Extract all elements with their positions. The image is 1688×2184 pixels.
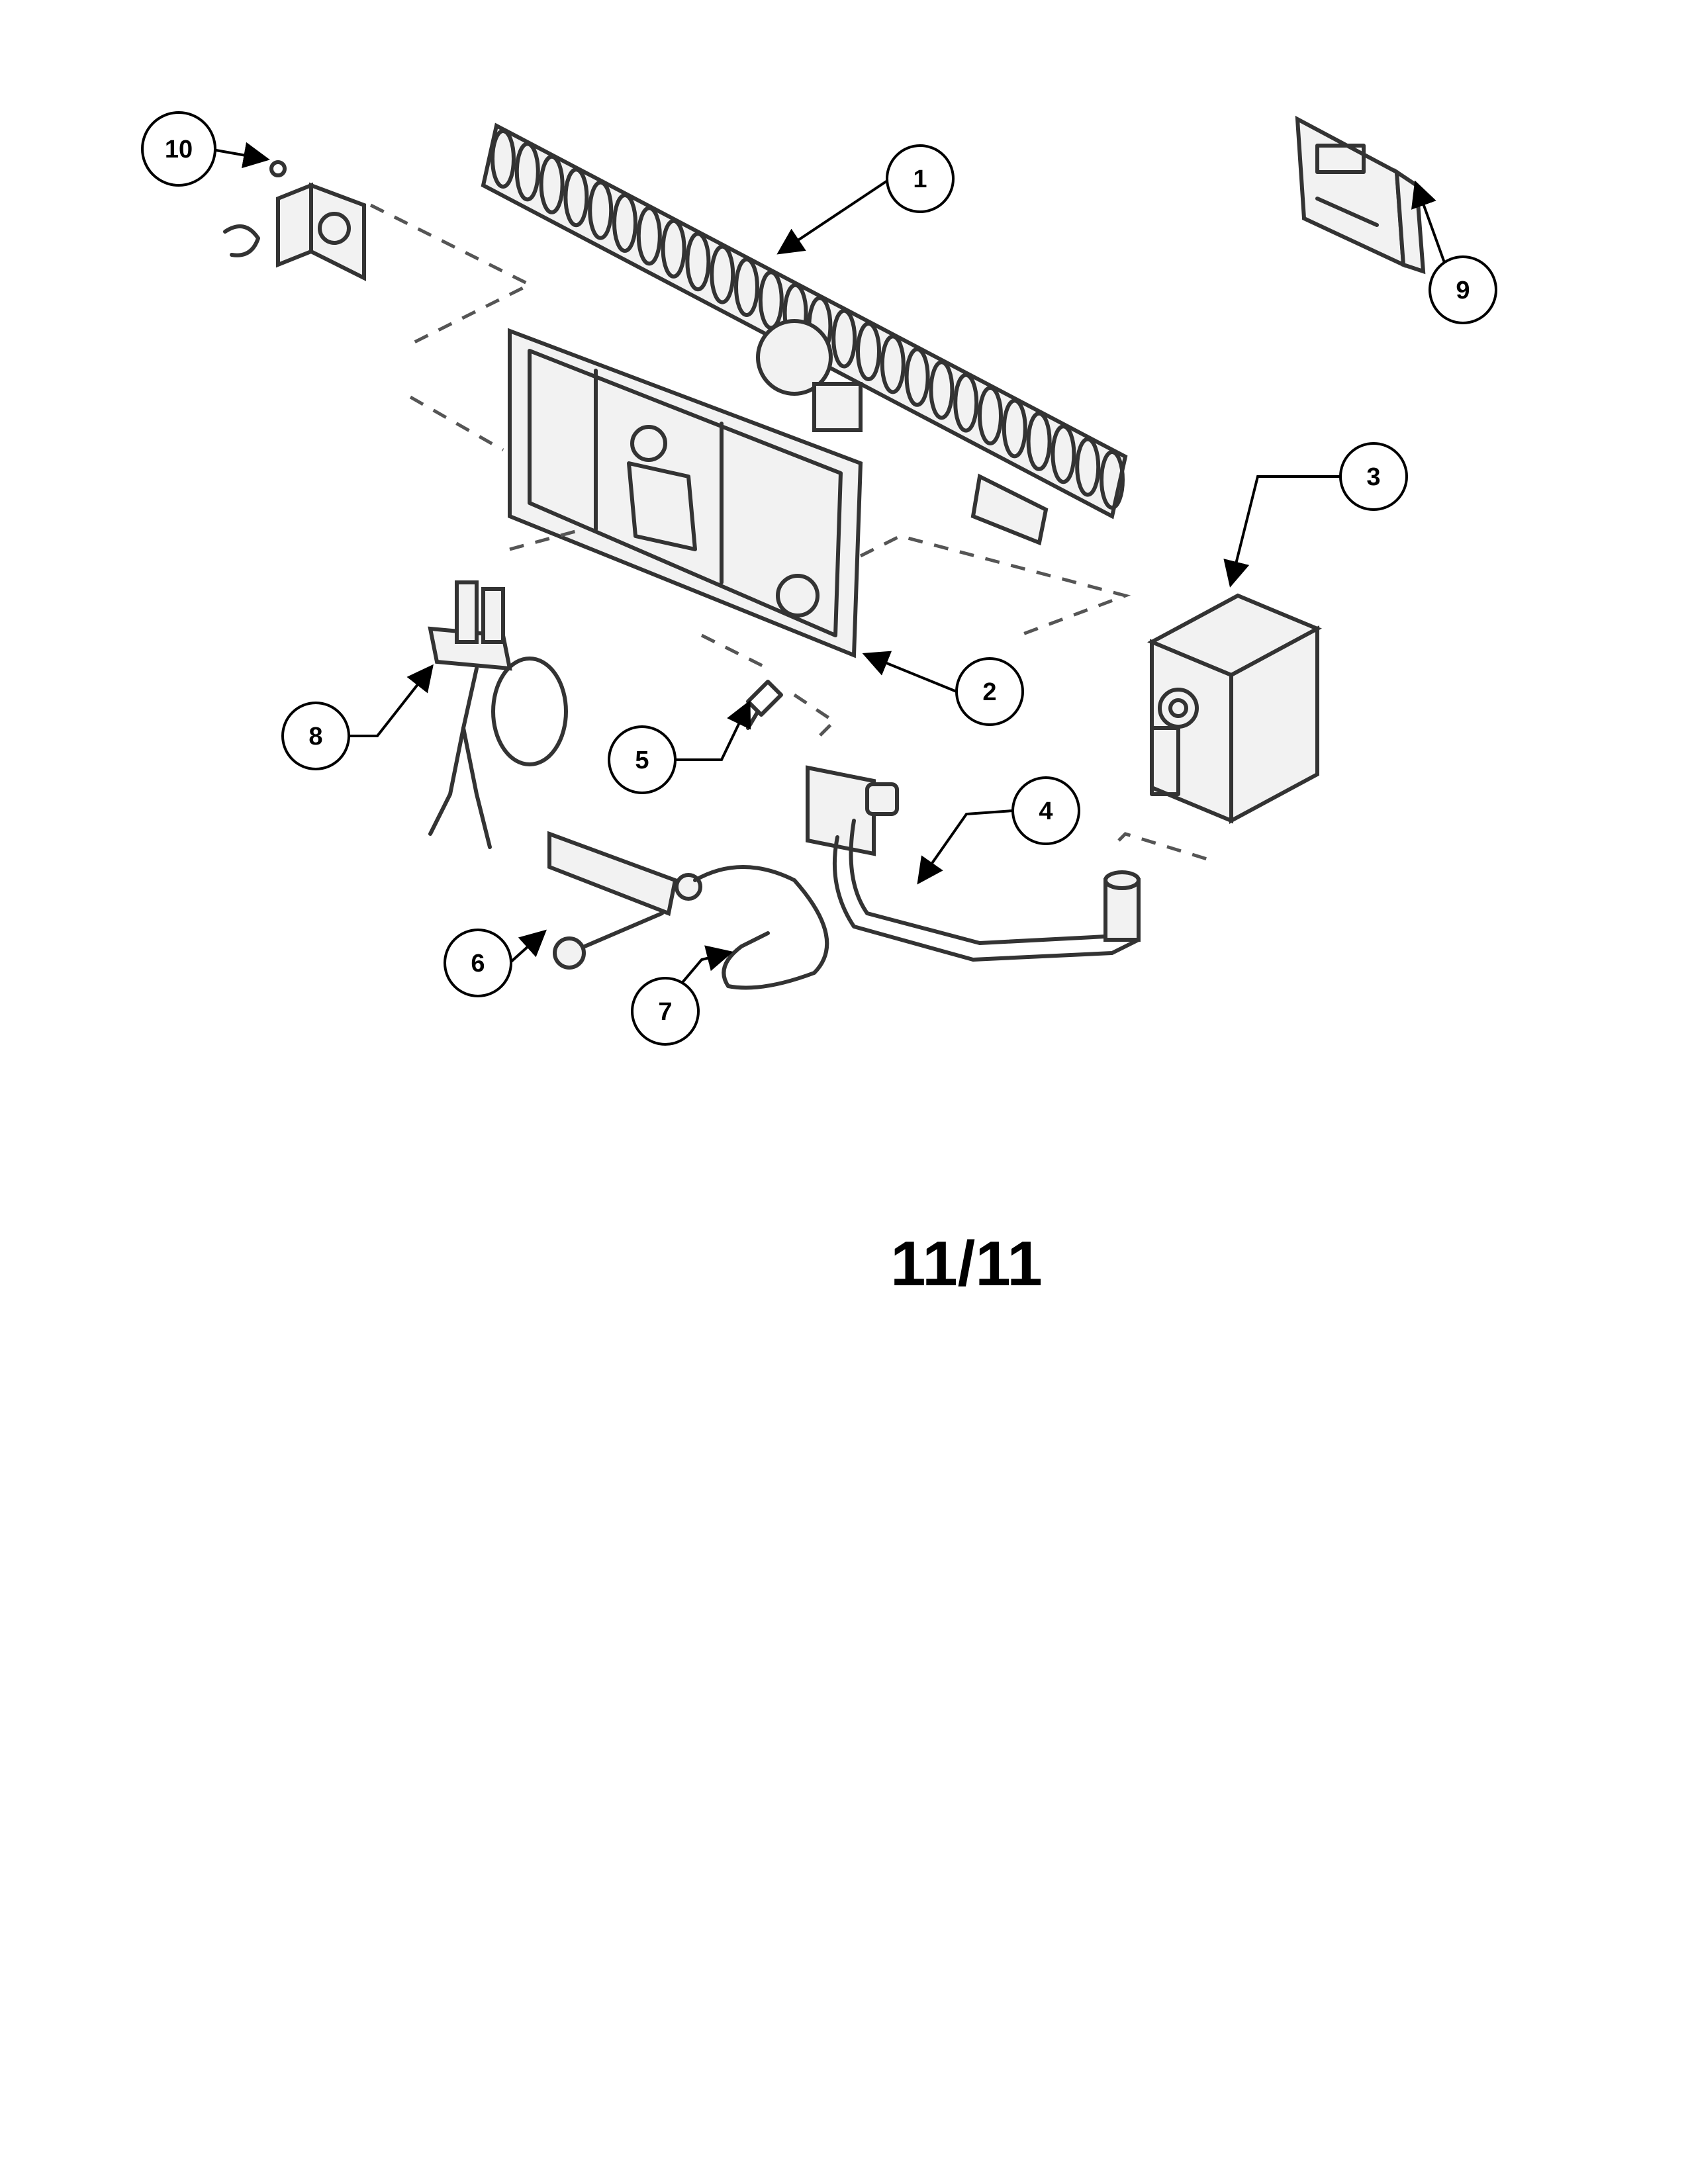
igniter-part xyxy=(547,831,702,970)
burner-rib xyxy=(929,360,955,420)
burner-rib xyxy=(612,193,637,253)
callout-6: 6 xyxy=(444,929,512,997)
pilot-assembly-part xyxy=(428,580,568,849)
fitting-part xyxy=(746,680,783,730)
svg-text:1: 1 xyxy=(913,165,927,193)
burner-tube-part xyxy=(481,122,1128,546)
thermocouple-part xyxy=(693,865,829,990)
bracket-part xyxy=(223,160,366,281)
callout-8: 8 xyxy=(281,702,350,770)
burner-rib xyxy=(1100,450,1125,510)
burner-rib xyxy=(539,154,565,214)
svg-text:5: 5 xyxy=(635,747,649,774)
burner-rib xyxy=(734,257,759,317)
svg-text:10: 10 xyxy=(165,136,193,163)
burner-rib xyxy=(856,322,881,381)
burner-rib xyxy=(1026,411,1052,471)
callout-7: 7 xyxy=(631,977,700,1046)
callout-5: 5 xyxy=(608,725,677,794)
callout-2: 2 xyxy=(955,657,1024,726)
svg-text:9: 9 xyxy=(1456,277,1470,304)
burner-rib xyxy=(563,167,589,228)
gas-pipe-part xyxy=(806,765,1141,962)
gas-valve-part xyxy=(1147,593,1322,825)
callout-leader-lines xyxy=(208,142,1448,1004)
burner-rib xyxy=(588,180,614,240)
svg-text:8: 8 xyxy=(308,723,322,751)
svg-text:6: 6 xyxy=(471,950,485,978)
callout-4: 4 xyxy=(1011,776,1080,845)
assembly-guide-lines xyxy=(369,203,1212,862)
page-number: 11/11 xyxy=(890,1228,1043,1299)
svg-text:2: 2 xyxy=(982,678,996,706)
burner-rib xyxy=(685,232,711,292)
burner-frame-part xyxy=(508,328,863,659)
callout-1: 1 xyxy=(886,144,955,213)
svg-text:4: 4 xyxy=(1039,797,1053,825)
burner-rib xyxy=(1051,424,1076,484)
callout-9: 9 xyxy=(1429,255,1497,324)
callout-10: 10 xyxy=(141,111,216,187)
control-plate-part xyxy=(1295,115,1426,275)
callout-3: 3 xyxy=(1339,442,1408,511)
burner-rib xyxy=(953,373,979,433)
svg-text:7: 7 xyxy=(658,998,672,1026)
burner-rib xyxy=(1075,437,1101,497)
burner-rib xyxy=(978,386,1003,445)
burner-rib xyxy=(880,334,906,394)
burner-rib xyxy=(514,142,540,202)
burner-rib xyxy=(636,206,662,266)
burner-rib xyxy=(904,347,930,407)
burner-rib xyxy=(710,244,735,304)
burner-rib xyxy=(1002,398,1027,459)
svg-text:3: 3 xyxy=(1366,463,1380,491)
exploded-parts-diagram: 1 2 3 4 5 6 7 8 9 10 xyxy=(141,111,1497,1046)
burner-rib xyxy=(831,308,857,369)
burner-rib xyxy=(491,129,516,189)
burner-rib xyxy=(661,218,686,279)
